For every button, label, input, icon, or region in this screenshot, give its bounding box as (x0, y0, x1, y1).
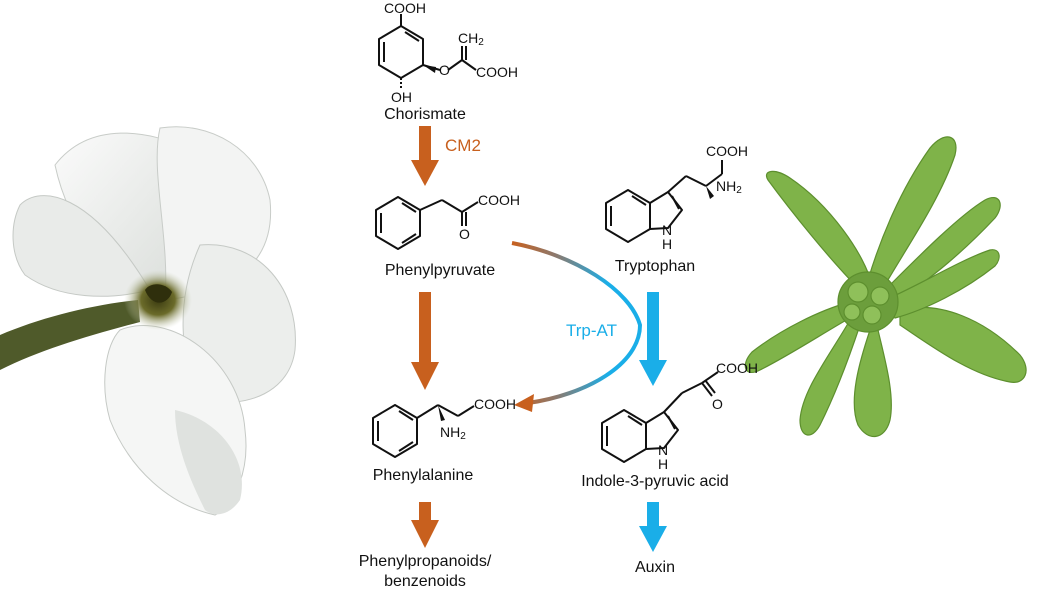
curved-arrow-transamination (511, 241, 643, 405)
arrow-tryptophan-to-ipa (639, 292, 667, 386)
auxin-label: Auxin (634, 559, 676, 576)
phenylalanine-nh2-sub: 2 (460, 431, 466, 442)
chorismate-ch2: CH2 (458, 30, 484, 51)
chorismate-cooh-side: COOH (476, 64, 518, 80)
tryptophan-cooh: COOH (706, 143, 748, 159)
trp-at-enzyme-label: Trp-AT (566, 321, 617, 340)
phenylalanine-nh2: NH2 (440, 424, 466, 445)
chorismate-ch2-sub: 2 (478, 37, 484, 48)
phenylalanine-nh2-text: NH (440, 424, 461, 440)
ipa-cooh: COOH (716, 360, 758, 376)
tryptophan-ring-n: N (662, 222, 673, 238)
tryptophan-label: Tryptophan (614, 258, 696, 275)
chorismate-oh: OH (391, 89, 412, 105)
white-petunia-flower-photo (0, 126, 296, 516)
tryptophan-nh2-text: NH (716, 178, 737, 194)
ipa-ring-h: H (658, 456, 669, 472)
phenylpyruvate-label: Phenylpyruvate (384, 262, 496, 279)
phenylpyruvate-structure (375, 196, 479, 250)
ipa-label: Indole-3-pyruvic acid (581, 473, 729, 490)
tryptophan-structure (605, 160, 723, 243)
tryptophan-wedge (706, 186, 714, 199)
chorismate-wedge (423, 65, 436, 73)
chorismate-oxygen: O (439, 62, 450, 78)
ipa-oxygen: O (712, 396, 723, 412)
phenylalanine-structure (372, 404, 475, 458)
chorismate-ch2-text: CH (458, 30, 479, 46)
phenylalanine-label: Phenylalanine (372, 467, 474, 484)
phenylpropanoids-label-line2: benzenoids (384, 573, 466, 590)
phenylpropanoids-label-line1: Phenylpropanoids/ (358, 553, 492, 570)
curved-arrow-head (514, 394, 534, 412)
phenylalanine-cooh: COOH (474, 396, 516, 412)
ipa-structure (601, 371, 719, 463)
tryptophan-ring-h: H (662, 236, 673, 252)
chorismate-cooh-top: COOH (384, 0, 426, 16)
arabidopsis-rosette-photo (744, 136, 1027, 437)
phenylpyruvate-cooh: COOH (478, 192, 520, 208)
tryptophan-nh2-sub: 2 (736, 185, 742, 196)
ipa-ring-n: N (658, 442, 669, 458)
cm2-enzyme-label: CM2 (445, 136, 481, 155)
arrow-chorismate-to-phenylpyruvate (411, 126, 439, 186)
arrow-phenylalanine-to-phenylpropanoids (411, 502, 439, 548)
tryptophan-nh2: NH2 (716, 178, 742, 199)
chorismate-label: Chorismate (384, 106, 466, 123)
arrow-phenylpyruvate-to-phenylalanine (411, 292, 439, 390)
phenylpyruvate-oxygen: O (459, 226, 470, 242)
arrow-ipa-to-auxin (639, 502, 667, 552)
phenylalanine-wedge (438, 405, 445, 421)
chorismate-structure (378, 14, 477, 90)
